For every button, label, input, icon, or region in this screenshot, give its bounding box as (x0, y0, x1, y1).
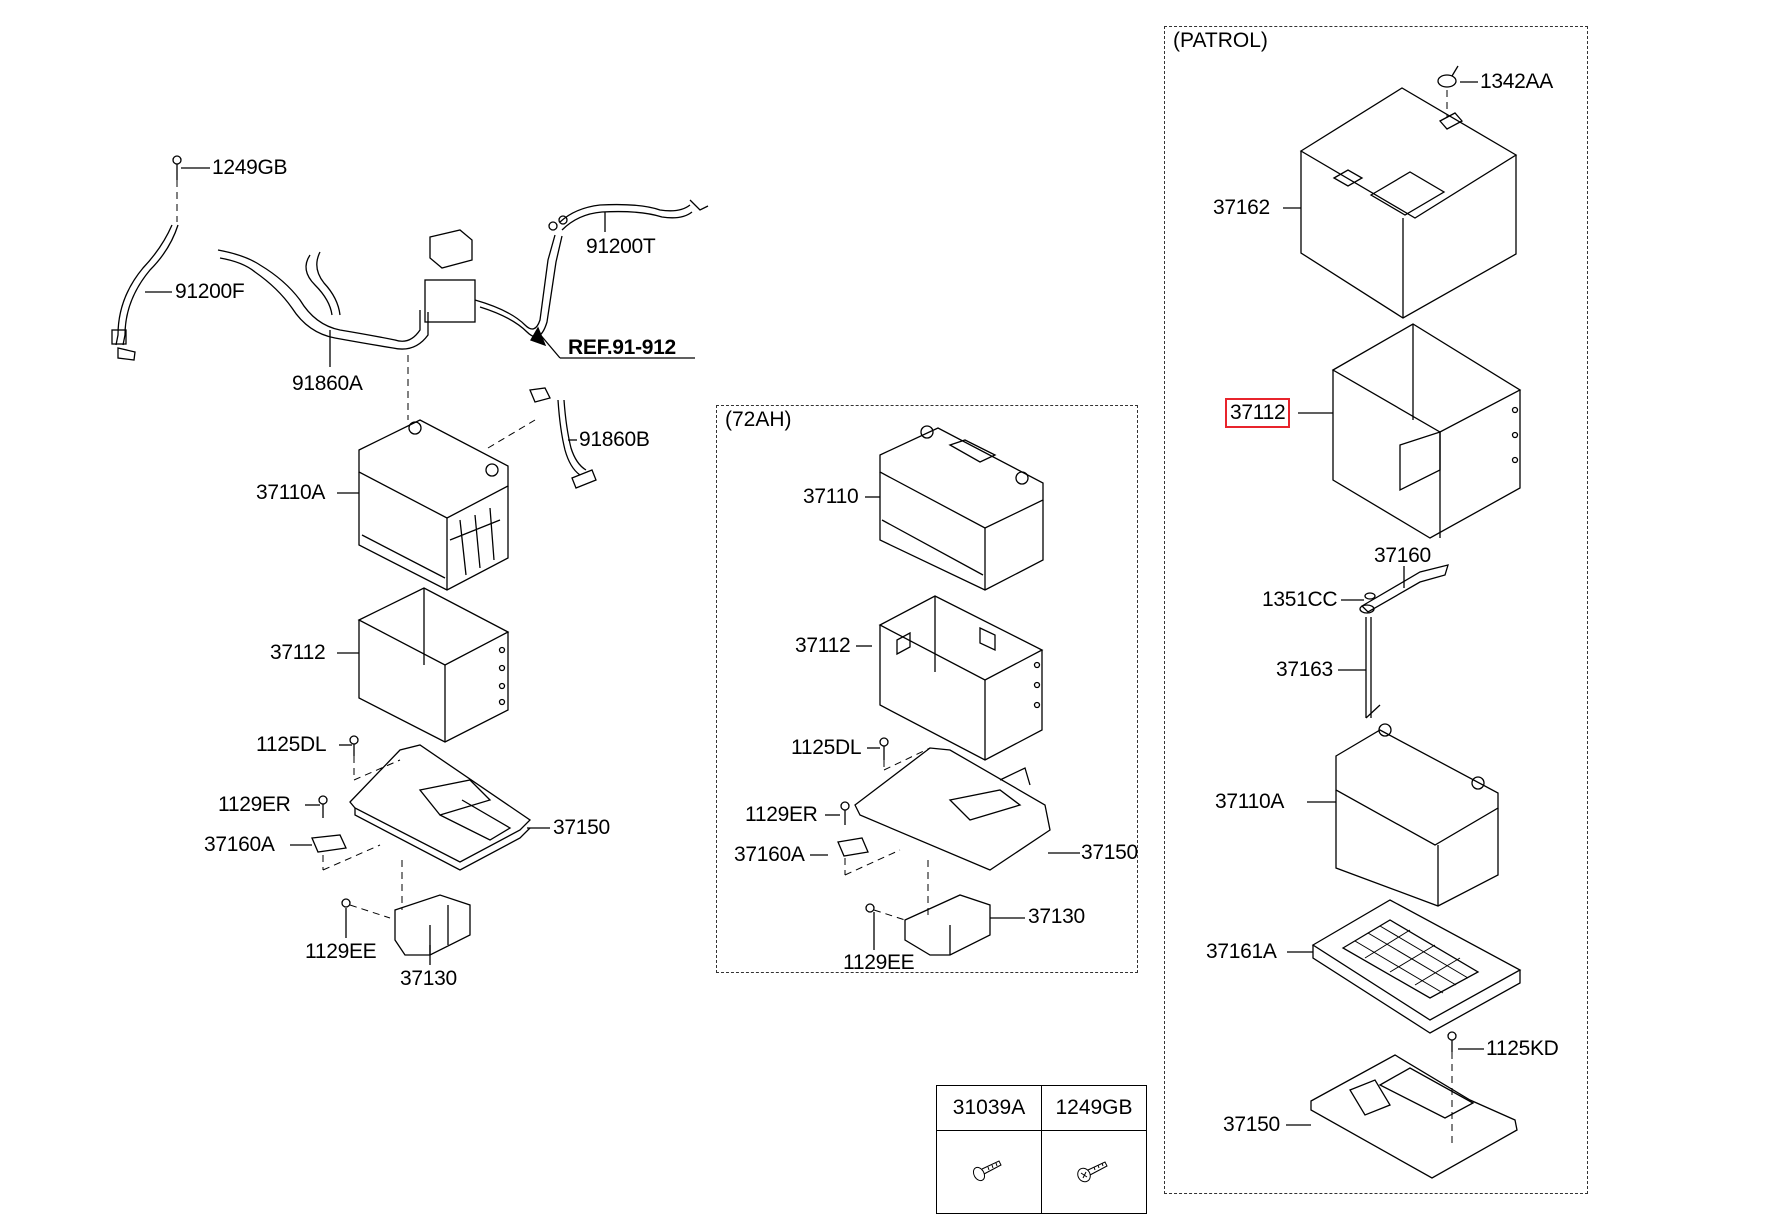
fastener-cell-31039A (936, 1130, 1042, 1214)
fastener-cell-1249GB (1041, 1130, 1147, 1214)
label-37160[interactable]: 37160 (1374, 544, 1431, 567)
label-37110[interactable]: 37110 (803, 485, 859, 508)
group-72ah-title: (72AH) (725, 408, 792, 431)
label-37112-72ah[interactable]: 37112 (795, 634, 851, 657)
label-1125DL[interactable]: 1125DL (256, 733, 327, 756)
cable-91200F-art (111, 224, 179, 361)
label-1342AA[interactable]: 1342AA (1480, 70, 1553, 93)
tray-37150-patrol-art (1310, 1031, 1518, 1179)
cable-91200T-art (548, 199, 709, 231)
ref-arrow (530, 326, 695, 359)
mat-37161A-art (1311, 899, 1522, 1034)
label-91860B[interactable]: 91860B (579, 428, 650, 451)
label-1129EE-72ah[interactable]: 1129EE (843, 951, 915, 974)
label-37150[interactable]: 37150 (553, 816, 610, 839)
label-ref-91-912[interactable]: REF.91-912 (568, 336, 676, 359)
fastener-header-31039A[interactable]: 31039A (936, 1085, 1042, 1131)
battery-37110A-patrol-art (1335, 723, 1499, 907)
group-patrol: (PATROL) (1164, 26, 1588, 1194)
label-37160A-72ah[interactable]: 37160A (734, 843, 805, 866)
group-72ah: (72AH) (716, 405, 1138, 973)
label-37110A[interactable]: 37110A (256, 481, 326, 504)
battery-37110-art (879, 425, 1044, 591)
label-37162[interactable]: 37162 (1213, 196, 1270, 219)
bolt-1249GB-art (172, 155, 182, 222)
label-1129ER-72ah[interactable]: 1129ER (745, 803, 818, 826)
label-37160A[interactable]: 37160A (204, 833, 275, 856)
bolt-icon (1077, 1161, 1108, 1183)
cover-37162-art (1299, 87, 1518, 319)
fastener-table: 31039A 1249GB (936, 1085, 1147, 1214)
screw-icon (972, 1160, 1002, 1182)
label-1249GB[interactable]: 1249GB (212, 156, 288, 179)
label-1125KD[interactable]: 1125KD (1486, 1037, 1559, 1060)
tray-37150-main-art (311, 735, 532, 956)
label-37112-patrol-highlighted[interactable]: 37112 (1224, 398, 1291, 428)
label-37110A-patrol[interactable]: 37110A (1215, 790, 1285, 813)
label-91200T[interactable]: 91200T (586, 235, 656, 258)
harness-91860A-art (217, 229, 563, 350)
label-37150-patrol[interactable]: 37150 (1223, 1113, 1280, 1136)
label-37161A[interactable]: 37161A (1206, 940, 1277, 963)
label-37150-72ah[interactable]: 37150 (1081, 841, 1138, 864)
insulator-37112-main-art (357, 587, 510, 743)
rod-37163-art (1365, 617, 1381, 719)
label-37130-72ah[interactable]: 37130 (1028, 905, 1085, 928)
label-1351CC[interactable]: 1351CC (1262, 588, 1338, 611)
label-1125DL-72ah[interactable]: 1125DL (791, 736, 862, 759)
label-37130[interactable]: 37130 (400, 967, 457, 990)
label-91860A[interactable]: 91860A (292, 372, 363, 395)
battery-37110A-art (358, 419, 509, 591)
label-91200F[interactable]: 91200F (175, 280, 245, 303)
label-1129ER[interactable]: 1129ER (218, 793, 291, 816)
nut-1342AA-art (1437, 65, 1459, 118)
clamp-37160-art (1359, 564, 1449, 614)
group-patrol-title: (PATROL) (1173, 29, 1268, 52)
fastener-header-1249GB[interactable]: 1249GB (1041, 1085, 1147, 1131)
insulator-37112-patrol-art (1331, 323, 1522, 539)
cable-91860B-art (487, 387, 597, 489)
label-37112[interactable]: 37112 (270, 641, 326, 664)
label-37163[interactable]: 37163 (1276, 658, 1333, 681)
label-1129EE[interactable]: 1129EE (305, 940, 377, 963)
insulator-37112-ah72-art (878, 595, 1044, 761)
tray-37150-ah72-art (837, 737, 1051, 956)
